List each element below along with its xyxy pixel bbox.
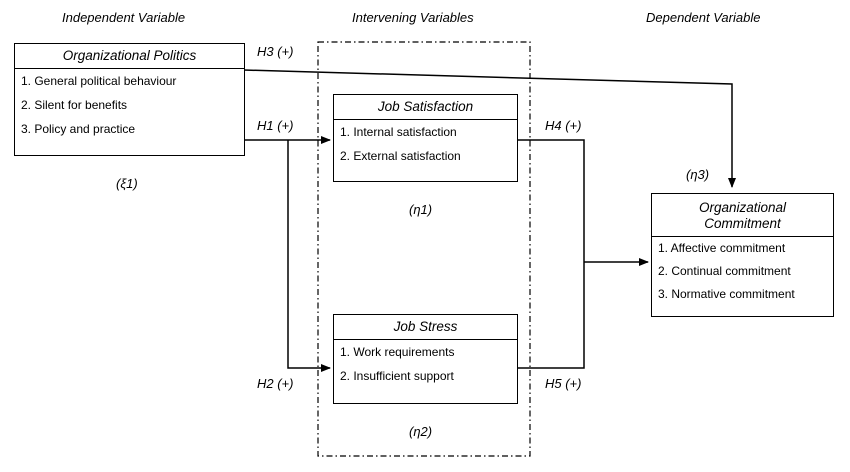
commitment-symbol: (η3) [686,167,710,182]
independent-variable-heading: Independent Variable [62,10,186,25]
commitment-item-3: 3. Normative commitment [658,287,795,301]
hypothesis-h2-label: H2 (+) [257,376,294,391]
politics-item-2: 2. Silent for benefits [21,98,128,112]
job-satisfaction-box: Job Satisfaction 1. Internal satisfactio… [333,94,518,182]
commitment-title-line-1: Organizational [698,200,787,215]
organizational-commitment-title: Organizational Commitment [652,194,833,237]
satisfaction-symbol: (η1) [409,202,433,217]
hypothesis-h5-label: H5 (+) [545,376,582,391]
satisfaction-item-1: 1. Internal satisfaction [340,125,457,139]
politics-item-3: 3. Policy and practice [21,122,136,136]
politics-item-1: 1. General political behaviour [21,74,177,88]
satisfaction-item-2: 2. External satisfaction [340,149,461,163]
hypothesis-h3-label: H3 (+) [257,44,294,59]
commitment-item-2: 2. Continual commitment [658,264,791,278]
commitment-title-line-2: Commitment [704,216,781,231]
intervening-frame [317,41,531,457]
h3-path [243,69,736,188]
hypothesis-h1-label: H1 (+) [257,118,294,133]
organizational-politics-title: Organizational Politics [15,44,244,69]
stress-item-2: 2. Insufficient support [340,369,454,383]
organizational-commitment-box: Organizational Commitment 1. Affective c… [651,193,834,317]
job-satisfaction-title: Job Satisfaction [334,95,517,120]
h5-path [518,262,585,369]
h2-path [287,140,331,372]
dependent-variable-heading: Dependent Variable [646,10,761,25]
organizational-politics-box: Organizational Politics 1. General polit… [14,43,245,156]
politics-symbol: (ξ1) [116,176,138,191]
h4-path [518,139,585,262]
hypothesis-h4-label: H4 (+) [545,118,582,133]
intervening-variables-heading: Intervening Variables [352,10,474,25]
stress-symbol: (η2) [409,424,433,439]
job-stress-title: Job Stress [334,315,517,340]
commitment-item-1: 1. Affective commitment [658,241,786,255]
stress-item-1: 1. Work requirements [340,345,455,359]
job-stress-box: Job Stress 1. Work requirements 2. Insuf… [333,314,518,404]
